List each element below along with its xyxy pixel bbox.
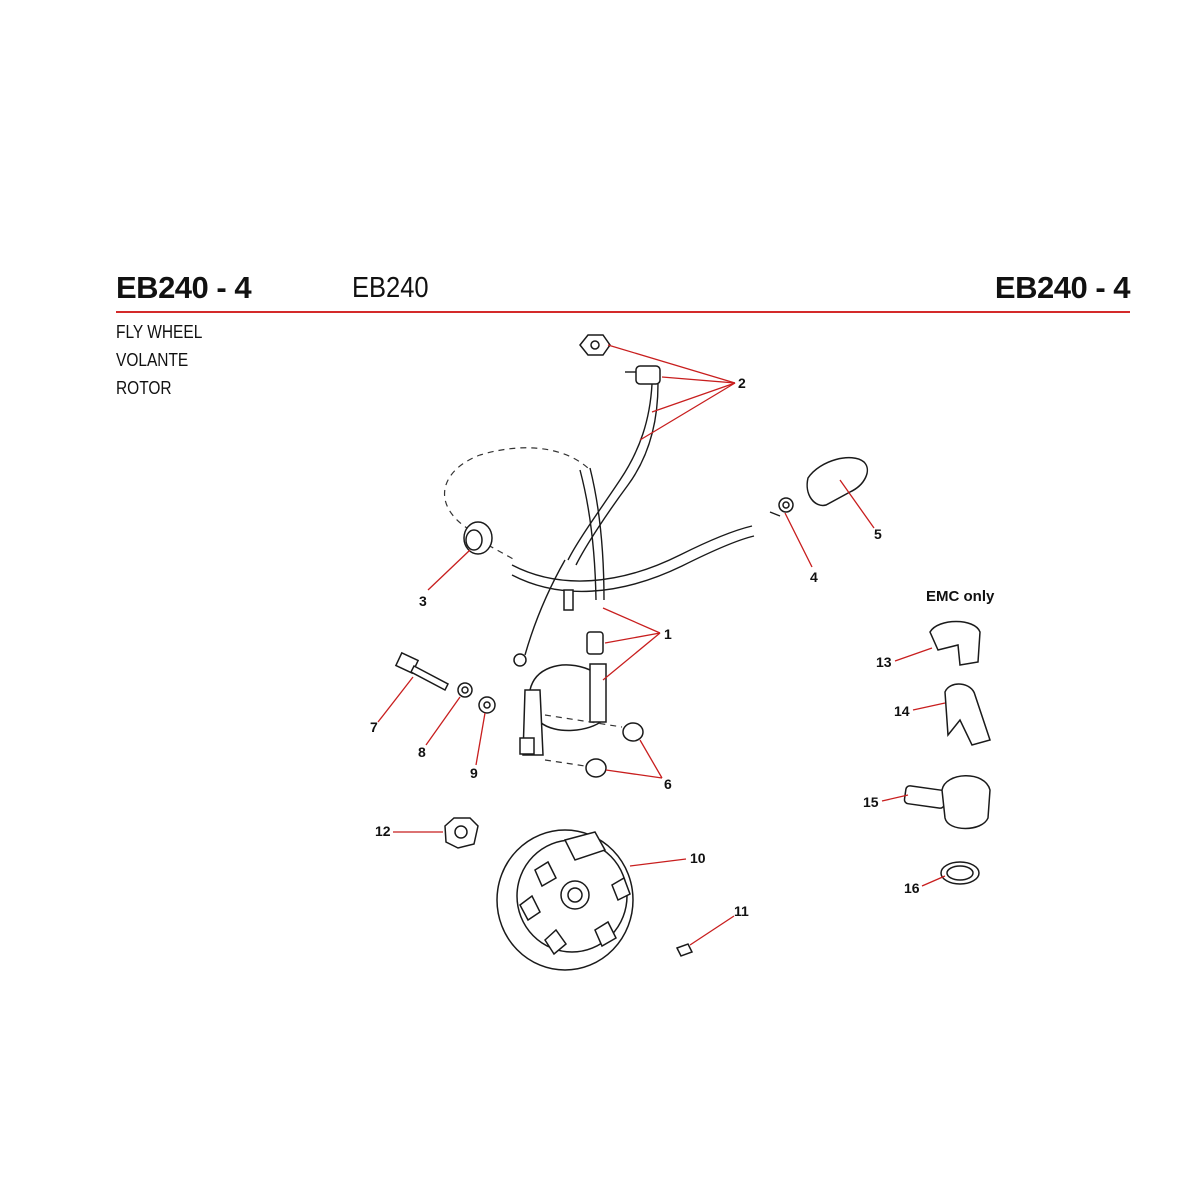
emc-only-label: EMC only — [926, 588, 995, 605]
part-10-flywheel — [496, 829, 634, 971]
callout-12: 12 — [375, 823, 391, 839]
callout-3: 3 — [419, 593, 427, 609]
assembly-dashed-line — [487, 544, 516, 561]
subtitle-english: FLY WHEEL — [116, 322, 203, 342]
part-3-grommet — [463, 521, 493, 555]
header-rule — [116, 311, 1130, 313]
callout-15: 15 — [863, 794, 879, 810]
part-11-key — [675, 943, 694, 957]
part-4-spring — [769, 497, 794, 517]
part-13-emc-clip — [929, 620, 981, 666]
callout-1: 1 — [664, 626, 672, 642]
callout-13: 13 — [876, 654, 892, 670]
callout-9: 9 — [470, 765, 478, 781]
callout-8: 8 — [418, 744, 426, 760]
part-9-nut — [478, 696, 496, 714]
part-1-ignition-coil — [519, 631, 607, 756]
callout-6: 6 — [664, 776, 672, 792]
subtitle-spanish: VOLANTE — [116, 350, 189, 370]
callout-7: 7 — [370, 719, 378, 735]
callout-4: 4 — [810, 569, 818, 585]
callout-2: 2 — [738, 375, 746, 391]
part-15-emc-plug-cap — [903, 775, 991, 830]
part-2-connector — [567, 334, 661, 601]
callout-16: 16 — [904, 880, 920, 896]
callout-10: 10 — [690, 850, 706, 866]
model-name: EB240 — [352, 272, 429, 304]
part-16-emc-ring — [940, 861, 980, 885]
callout-5: 5 — [874, 526, 882, 542]
part-7-bolt — [394, 651, 449, 692]
callout-11: 11 — [734, 903, 749, 919]
part-8-washer — [457, 682, 473, 698]
part-14-emc-cover — [944, 683, 991, 746]
callout-14: 14 — [894, 703, 910, 719]
part-5-plug-cap — [806, 456, 869, 507]
leader-lines — [377, 344, 946, 946]
assembly-dashed-loop — [443, 447, 591, 531]
part-12-flywheel-nut — [444, 817, 479, 849]
part-6-spacers — [544, 714, 644, 778]
page-code-right: EB240 - 4 — [994, 270, 1131, 305]
hv-cable — [511, 525, 753, 582]
ground-lead — [524, 559, 566, 656]
page-code-left: EB240 - 4 — [116, 270, 252, 305]
subtitle-portuguese: ROTOR — [116, 378, 172, 398]
